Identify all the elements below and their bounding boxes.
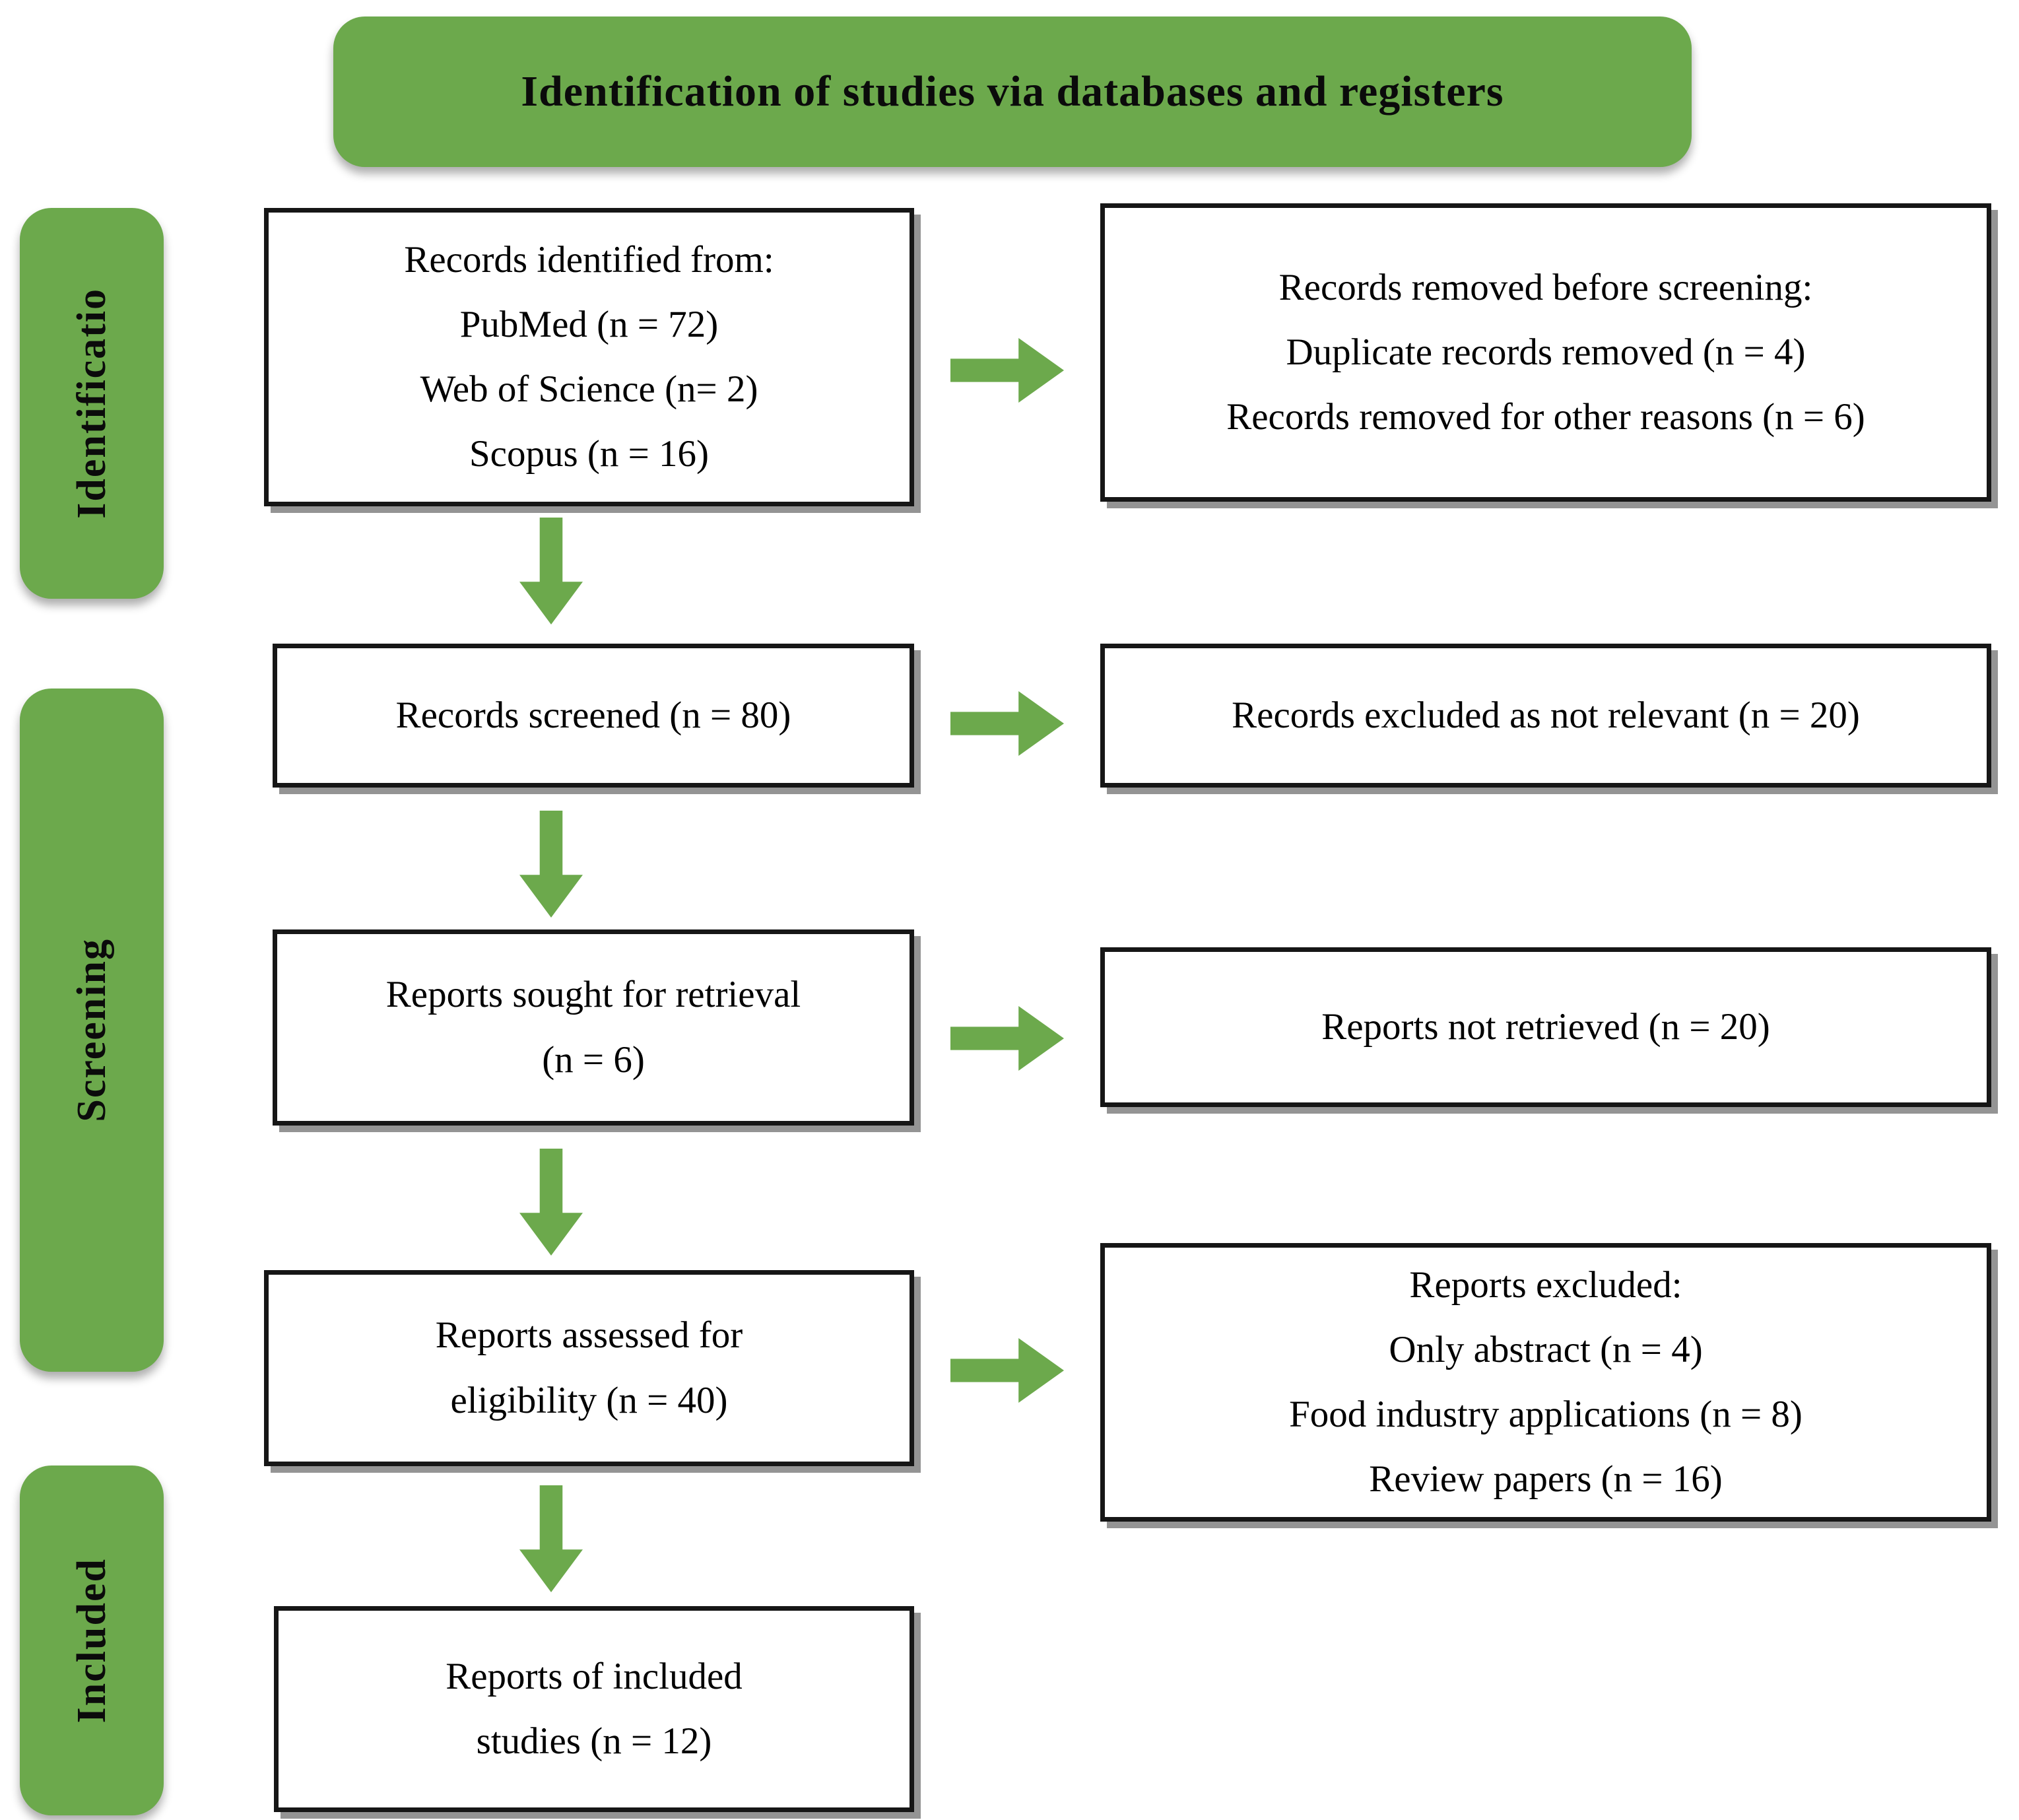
box-records-screened: Records screened (n = 80) [273,644,914,788]
stage-label-identification: Identificatio [20,208,164,599]
stage-label-identification-text: Identificatio [69,288,114,519]
box-line: Duplicate records removed (n = 4) [1286,331,1806,373]
arrow-right-icon [950,1006,1064,1071]
arrow-down-icon [519,518,583,624]
arrow-down-icon [519,1485,583,1592]
box-line: Only abstract (n = 4) [1389,1328,1703,1370]
box-line: Reports not retrieved (n = 20) [1321,1005,1770,1048]
box-line: Reports sought for retrieval [385,974,801,1016]
stage-label-included-text: Included [69,1557,114,1724]
box-line: studies (n = 12) [476,1720,712,1762]
box-reports-of-included-studies: Reports of included studies (n = 12) [274,1606,914,1812]
box-records-removed-before-screening: Records removed before screening: Duplic… [1100,203,1991,502]
stage-label-screening: Screening [20,689,164,1372]
arrow-down-icon [519,1149,583,1256]
arrow-down-icon [519,811,583,918]
box-line: (n = 6) [542,1038,645,1081]
box-line: Scopus (n = 16) [469,433,710,475]
box-reports-assessed-for-eligibility: Reports assessed for eligibility (n = 40… [264,1270,914,1466]
box-line: Records excluded as not relevant (n = 20… [1232,694,1860,736]
box-line: Web of Science (n= 2) [420,368,758,410]
box-reports-excluded: Reports excluded: Only abstract (n = 4) … [1100,1243,1991,1522]
box-line: Records removed for other reasons (n = 6… [1226,396,1865,438]
box-line: Records identified from: [404,238,774,281]
box-line: Review papers (n = 16) [1369,1458,1723,1500]
box-line: Reports assessed for [435,1314,743,1357]
stage-label-screening-text: Screening [69,938,114,1122]
box-line: Records removed before screening: [1278,266,1813,308]
box-line: PubMed (n = 72) [459,303,719,345]
stage-label-included: Included [20,1466,164,1815]
box-line: Reports excluded: [1409,1264,1682,1306]
arrow-right-icon [950,1338,1064,1403]
box-line: Food industry applications (n = 8) [1289,1394,1803,1435]
arrow-right-icon [950,691,1064,756]
box-line: eligibility (n = 40) [450,1379,728,1421]
box-reports-not-retrieved: Reports not retrieved (n = 20) [1100,947,1991,1107]
box-records-excluded: Records excluded as not relevant (n = 20… [1100,644,1991,788]
box-line: Records screened (n = 80) [395,694,791,736]
box-line: Reports of included [446,1655,743,1697]
box-reports-sought-for-retrieval: Reports sought for retrieval (n = 6) [273,929,914,1126]
title-banner: Identification of studies via databases … [333,17,1692,167]
arrow-right-icon [950,338,1064,403]
box-records-identified: Records identified from: PubMed (n = 72)… [264,208,914,506]
diagram-title: Identification of studies via databases … [521,67,1504,116]
